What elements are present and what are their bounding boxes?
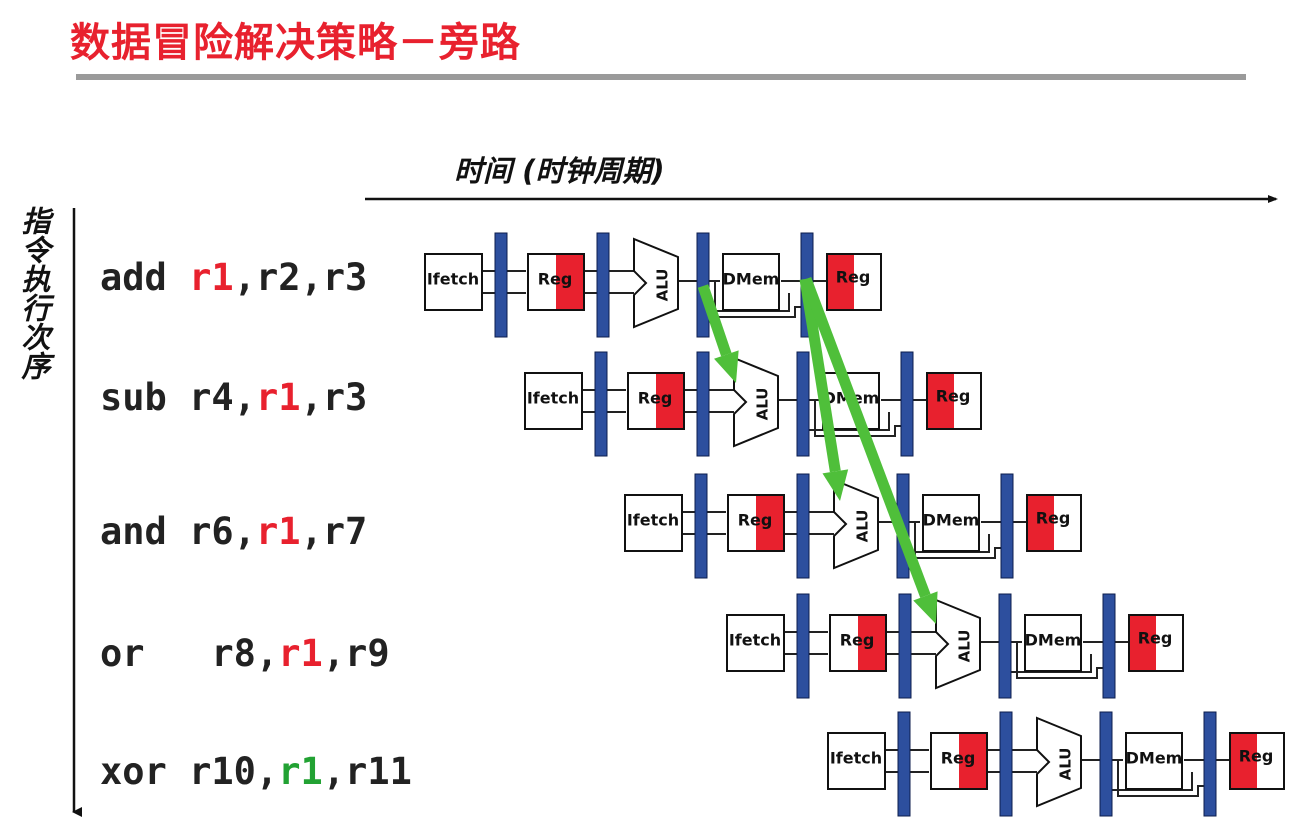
pipeline-register-4 (900, 351, 914, 457)
ifetch-label: Ifetch (729, 631, 781, 650)
reg-write-half (928, 374, 954, 428)
instr-op: xor (100, 750, 167, 793)
ifetch-box (827, 732, 886, 790)
order-axis-label: 指令执行次序 (17, 206, 51, 380)
pipeline-register-1 (594, 351, 608, 457)
pipeline-register-4 (1203, 711, 1217, 817)
ifetch-box (726, 614, 785, 672)
ifetch-box (624, 494, 683, 552)
ifetch-label: Ifetch (527, 389, 579, 408)
pipeline-register-2 (898, 593, 912, 699)
pipeline-register-4 (1000, 473, 1014, 579)
title-divider (76, 74, 1246, 80)
forward-arrow-add-to-sub-head (714, 350, 739, 383)
pipeline-register-1 (494, 232, 508, 338)
dmem-box (1024, 614, 1082, 672)
pipeline-row-4: Ifetch Reg ALU DMem Reg (726, 593, 1184, 699)
alu-label: ALU (754, 388, 772, 421)
instruction-xor: xor r10,r1,r11 (100, 750, 412, 793)
forward-arrow-add-to-or-head (913, 591, 938, 624)
forward-arrow-add-to-and (799, 278, 841, 473)
instr-src-register: r1 (255, 510, 301, 553)
pipeline-register-3 (796, 351, 810, 457)
instruction-add: add r1,r2,r3 (100, 256, 368, 299)
instruction-and: and r6,r1,r7 (100, 510, 368, 553)
pipeline-register-2 (696, 351, 710, 457)
pipeline-register-2 (999, 711, 1013, 817)
reg-label: Reg (738, 511, 773, 530)
reg-label: Reg (638, 389, 673, 408)
reg-read-half (556, 255, 583, 309)
reg-write-half (1130, 616, 1156, 670)
alu-label: ALU (654, 269, 672, 302)
ifetch-box (424, 253, 483, 311)
instr-op: add (100, 256, 167, 299)
wb-label: Reg (1138, 629, 1173, 648)
instr-src-register: r1 (278, 632, 323, 675)
pipeline-register-1 (694, 473, 708, 579)
reg-write-half (1231, 734, 1257, 788)
pipeline-register-1 (897, 711, 911, 817)
forward-arrow-add-to-or (800, 277, 931, 598)
pipeline-register-2 (796, 473, 810, 579)
alu-shape (935, 598, 981, 690)
wb-label: Reg (936, 387, 971, 406)
instr-dest-register: r1 (189, 256, 234, 299)
dmem-box (1125, 732, 1183, 790)
ifetch-label: Ifetch (627, 511, 679, 530)
time-axis-label: 时间 (时钟周期) (454, 154, 665, 188)
dmem-box (722, 253, 780, 311)
reg-label: Reg (538, 270, 573, 289)
dmem-label: DMem (723, 270, 780, 289)
forward-arrow-add-to-and-head (822, 469, 849, 501)
reg-write-half (828, 255, 854, 309)
pipeline-row-1: Ifetch Reg ALU DMem Reg (424, 232, 882, 338)
pipeline-register-3 (998, 593, 1012, 699)
alu-shape (833, 478, 879, 570)
pipeline-register-1 (796, 593, 810, 699)
pipeline-register-2 (596, 232, 610, 338)
alu-shape (733, 356, 779, 448)
ifetch-label: Ifetch (830, 749, 882, 768)
page-title: 数据冒险解决策略－旁路 (70, 20, 521, 66)
alu-label: ALU (854, 510, 872, 543)
alu-label: ALU (1057, 748, 1075, 781)
pipeline-row-3: Ifetch Reg ALU DMem Reg (624, 473, 1082, 579)
instr-src-register: r1 (255, 376, 301, 419)
instr-src-register: r1 (278, 750, 323, 793)
wb-label: Reg (1036, 509, 1071, 528)
reg-label: Reg (941, 749, 976, 768)
dmem-box (922, 494, 980, 552)
reg-label: Reg (840, 631, 875, 650)
dmem-label: DMem (1126, 749, 1183, 768)
reg-read-half (959, 734, 986, 788)
instruction-or: or r8,r1,r9 (100, 632, 390, 675)
pipeline-row-5: Ifetch Reg ALU DMem Reg (827, 711, 1285, 817)
reg-write-half (1028, 496, 1054, 550)
alu-shape (633, 237, 679, 329)
reg-read-half (756, 496, 783, 550)
instr-op: sub (100, 376, 167, 419)
pipeline-register-3 (1099, 711, 1113, 817)
reg-read-half (656, 374, 683, 428)
ifetch-label: Ifetch (427, 270, 479, 289)
alu-shape (1036, 716, 1082, 808)
alu-label: ALU (956, 630, 974, 663)
dmem-label: DMem (923, 511, 980, 530)
wb-label: Reg (836, 268, 871, 287)
forward-arrow-add-to-sub (697, 284, 732, 357)
instruction-sub: sub r4,r1,r3 (100, 376, 368, 419)
reg-read-half (858, 616, 885, 670)
wb-label: Reg (1239, 747, 1274, 766)
ifetch-box (524, 372, 583, 430)
instr-op: and (100, 510, 167, 553)
pipeline-register-4 (1102, 593, 1116, 699)
instr-op: or (100, 632, 145, 675)
dmem-label: DMem (1025, 631, 1082, 650)
